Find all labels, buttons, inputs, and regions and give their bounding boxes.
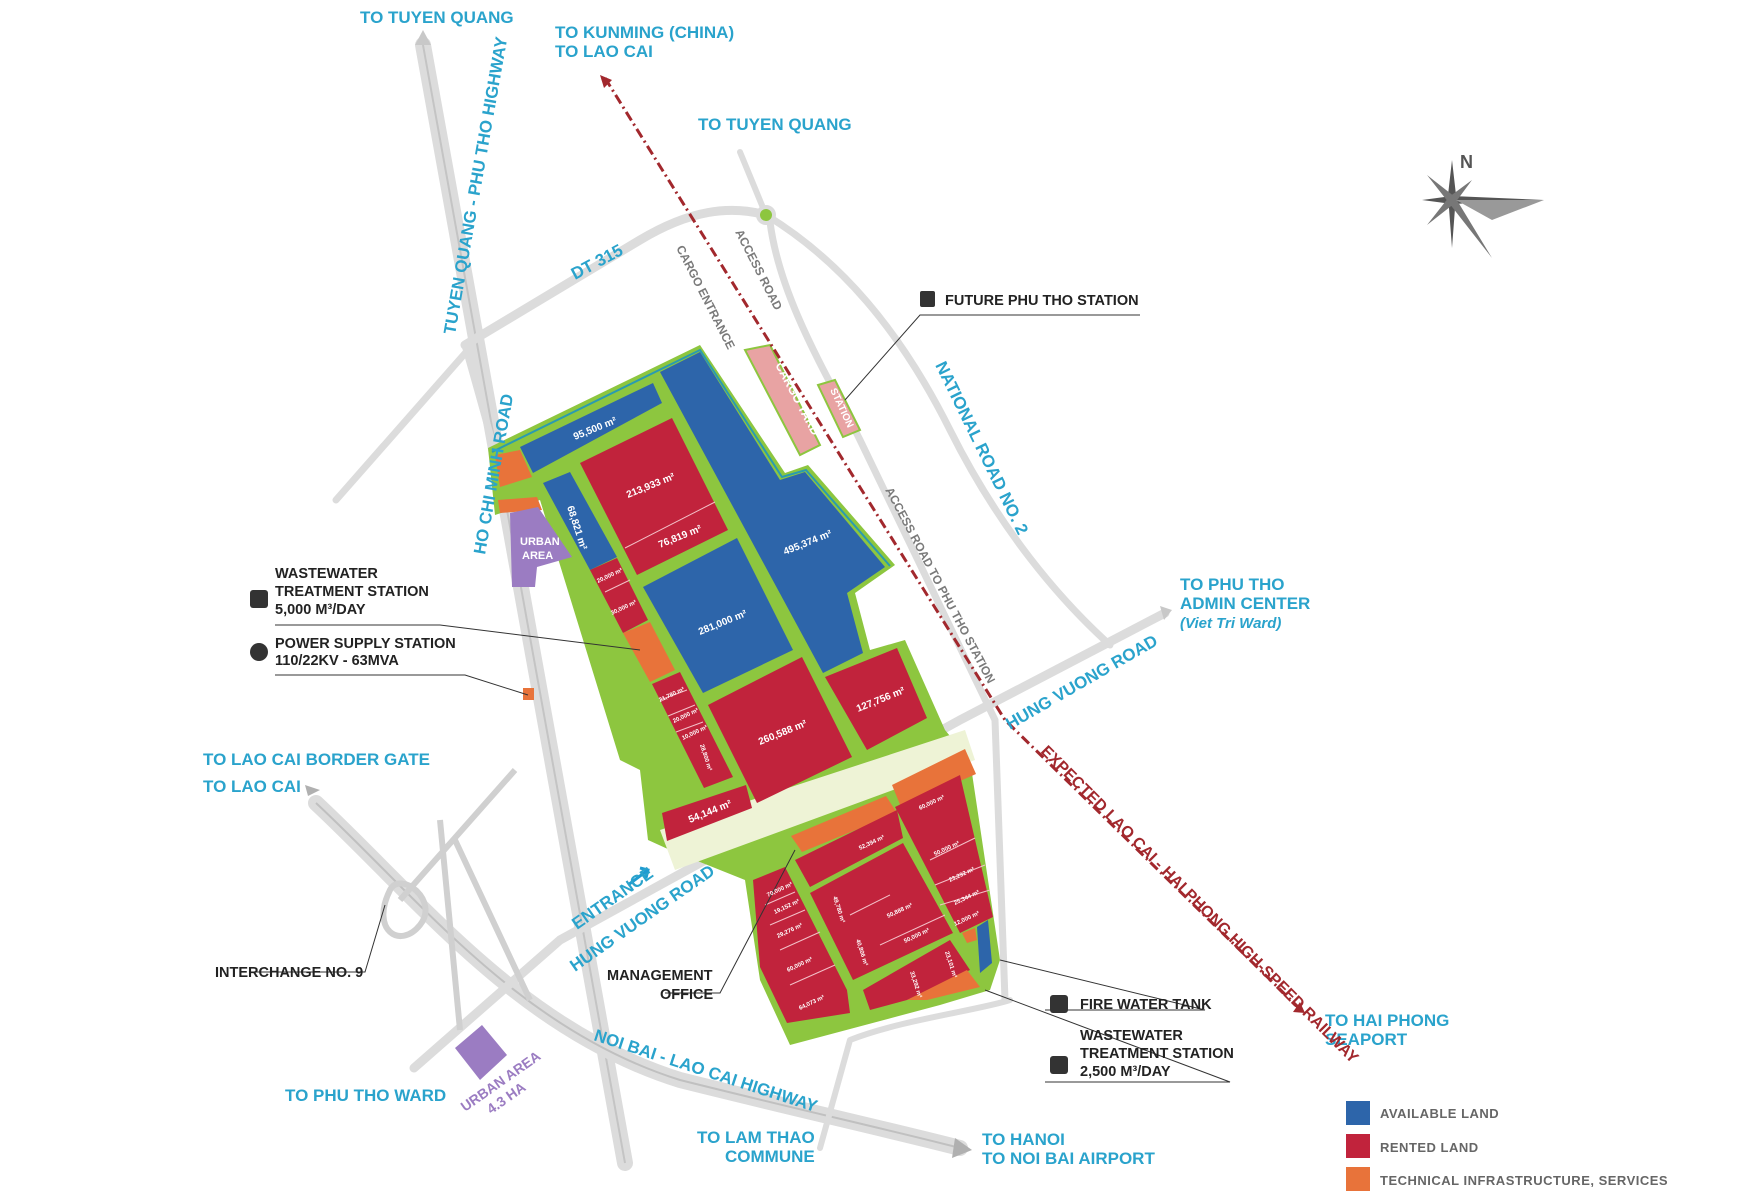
plot-rented[interactable] (652, 672, 733, 788)
leader-lines (250, 314, 1231, 1083)
plot-technical[interactable] (907, 970, 980, 1000)
plot-rented[interactable] (863, 940, 970, 1010)
compass-icon-diag (1427, 175, 1492, 258)
roundabout (756, 205, 776, 225)
legend-label-rented: RENTED LAND (1380, 1140, 1479, 1155)
water-tap-icon (1050, 1056, 1068, 1074)
railway-arrow-north (600, 75, 612, 88)
station-building[interactable] (816, 378, 862, 439)
railway-arrow-south (1293, 1002, 1305, 1013)
urban-area-4-3ha[interactable] (455, 1025, 507, 1080)
access-road-station (766, 218, 1009, 1004)
legend-swatch-technical (1346, 1167, 1370, 1191)
arrow-lao-cai (305, 785, 320, 796)
plot-dividers (604, 579, 991, 986)
legend-label-technical: TECHNICAL INFRASTRUCTURE, SERVICES (1380, 1173, 1668, 1188)
power-supply-station[interactable] (523, 688, 534, 700)
cargo-entrance-label: CARGO ENTRANCE (673, 243, 738, 352)
plot-available[interactable] (660, 352, 885, 673)
interchange-label: INTERCHANGE NO. 9 (215, 965, 363, 981)
arrow-hanoi (952, 1138, 972, 1158)
legend-label-available: AVAILABLE LAND (1380, 1106, 1499, 1121)
fire-tank-label: FIRE WATER TANK (1080, 997, 1212, 1013)
noi-bai-highway-center (315, 802, 961, 1149)
train-icon (920, 291, 935, 307)
lam-thao-road (817, 997, 1013, 1151)
plot-available[interactable] (643, 538, 793, 693)
fire-tank-icon (1050, 995, 1068, 1013)
legend-swatch-rented (1346, 1134, 1370, 1158)
compass-north: N (1460, 152, 1473, 172)
plot-available[interactable] (977, 920, 992, 973)
cargo-yard[interactable] (743, 343, 822, 457)
fire-tank-callout[interactable]: FIRE WATER TANK (1050, 995, 1212, 1013)
compass-rose: N (1422, 152, 1544, 258)
compass-shade (1456, 200, 1544, 220)
park-teal-edge (491, 348, 891, 567)
station-callout[interactable]: FUTURE PHU THO STATION (920, 291, 1139, 309)
plot-available[interactable] (520, 383, 662, 473)
plot-rented[interactable] (590, 558, 648, 633)
to-tuyen-quang-2: TO TUYEN QUANG (698, 115, 852, 134)
railway-label: EXPECTED LAO CAI - HAI PHONG HIGH-SPEED … (1037, 743, 1361, 1067)
to-phu-tho-ward: TO PHU THO WARD (285, 1086, 446, 1105)
tuyen-quang-highway-center (422, 44, 626, 1164)
interchange-ramps (380, 768, 533, 1031)
legend-swatch-available (1346, 1101, 1370, 1125)
plot-technical[interactable] (892, 749, 976, 807)
noi-bai-label: NOI BAI - LAO CAI HIGHWAY (592, 1026, 821, 1116)
tuyen-quang-road (737, 149, 769, 218)
plot-technical[interactable] (623, 622, 675, 682)
power-icon (250, 643, 268, 661)
plot-technical[interactable] (962, 928, 977, 943)
future-station-label: FUTURE PHU THO STATION (945, 293, 1139, 309)
plot-divider (624, 501, 716, 549)
plot-rented[interactable] (708, 657, 852, 803)
plot-rented[interactable] (895, 775, 993, 933)
entrance-arrow-icon (627, 866, 650, 887)
plot-rented[interactable] (753, 867, 850, 1023)
plot-technical[interactable] (791, 796, 897, 852)
water-tap-icon (250, 590, 268, 608)
national-road-label: NATIONAL ROAD NO. 2 (931, 358, 1031, 537)
land-plots (495, 352, 993, 1023)
compass-icon (1422, 160, 1544, 248)
arrow-up-highway (415, 30, 431, 45)
plot-rented[interactable] (825, 648, 927, 750)
dt315-label: DT 315 (568, 241, 626, 284)
plot-available[interactable] (543, 472, 617, 570)
to-tuyen-quang-top: TO TUYEN QUANG (360, 8, 514, 27)
legend: AVAILABLE LAND RENTED LAND TECHNICAL INF… (1346, 1101, 1668, 1191)
plot-rented[interactable] (580, 418, 728, 575)
plot-rented[interactable] (810, 843, 953, 980)
road-network (308, 37, 1170, 1171)
plot-technical[interactable] (495, 450, 532, 487)
plot-rented[interactable] (795, 810, 903, 887)
national-road-2 (762, 211, 1114, 649)
central-boulevard (660, 730, 975, 870)
plot-rented[interactable] (662, 785, 752, 841)
urban-area[interactable] (510, 507, 572, 587)
dt315-road (460, 205, 771, 350)
to-kunming: TO KUNMING (CHINA)TO LAO CAI (555, 23, 734, 61)
arrow-admin-center (1160, 606, 1172, 620)
